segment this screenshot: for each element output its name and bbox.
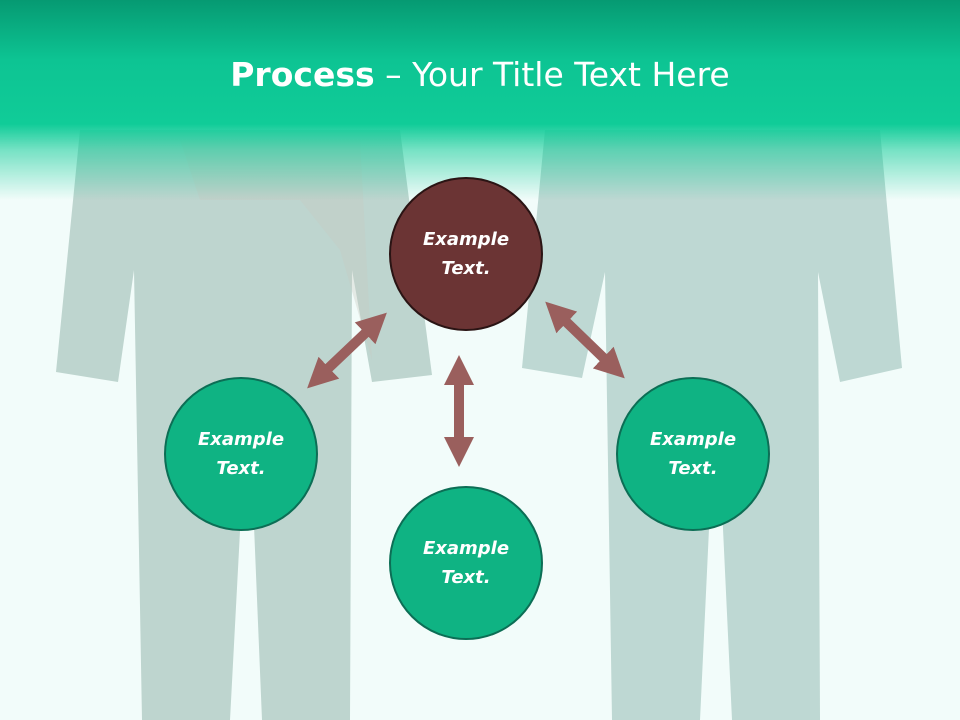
arrow-top-right [545, 301, 625, 379]
node-bottom: Example Text. [389, 486, 543, 640]
title-rest: – Your Title Text Here [374, 55, 730, 94]
page-title: Process – Your Title Text Here [0, 50, 960, 100]
node-top: Example Text. [389, 177, 543, 331]
node-bottom-text: Example Text. [422, 538, 510, 588]
node-right: Example Text. [616, 377, 770, 531]
node-top-text: Example Text. [422, 229, 510, 279]
node-left-text: Example Text. [197, 429, 285, 479]
arrow-top-left [307, 312, 387, 389]
node-left: Example Text. [164, 377, 318, 531]
title-bold: Process [230, 55, 375, 94]
title-banner: Process – Your Title Text Here [0, 0, 960, 200]
node-right-text: Example Text. [649, 429, 737, 479]
